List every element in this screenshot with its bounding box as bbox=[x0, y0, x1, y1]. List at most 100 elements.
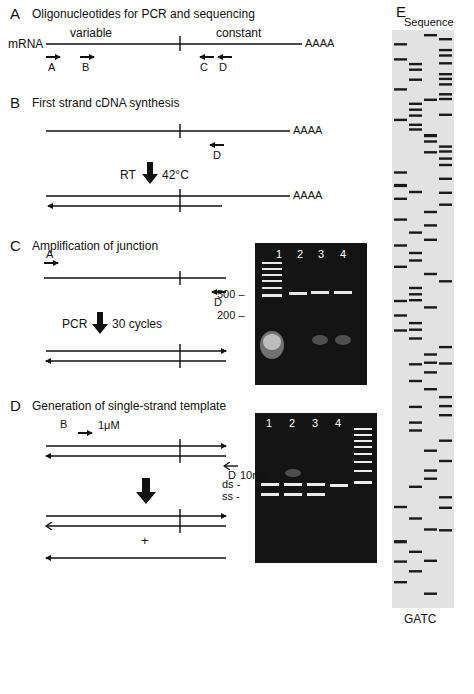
sequence-band bbox=[439, 83, 452, 85]
agarose-gel bbox=[255, 413, 377, 563]
mrna-strand bbox=[46, 43, 302, 44]
sequence-band bbox=[439, 414, 452, 416]
figure-label: Generation of single-strand template bbox=[32, 400, 226, 412]
primer-arrow bbox=[80, 56, 94, 58]
process-arrow bbox=[136, 478, 156, 504]
sequence-band bbox=[424, 469, 437, 471]
sequence-band bbox=[424, 239, 437, 241]
primer-arrow bbox=[210, 144, 224, 146]
sequence-band bbox=[424, 528, 437, 530]
sequence-band bbox=[409, 79, 422, 81]
pcr-strand bbox=[46, 445, 226, 446]
sequence-band bbox=[439, 114, 452, 116]
sequence-band bbox=[439, 157, 452, 159]
panel-letter: B bbox=[10, 95, 20, 110]
junction-tick bbox=[179, 509, 180, 533]
gel-smear bbox=[285, 469, 301, 477]
junction-tick bbox=[179, 439, 180, 463]
figure-label: 42°C bbox=[162, 169, 189, 181]
sequence-band bbox=[424, 273, 437, 275]
sequence-band bbox=[439, 507, 452, 509]
cdna-strand bbox=[44, 277, 226, 278]
sequence-band bbox=[439, 145, 452, 147]
sequence-band bbox=[439, 460, 452, 462]
gel-smear bbox=[312, 335, 328, 345]
sequence-band bbox=[439, 346, 452, 348]
sequence-band bbox=[424, 224, 437, 226]
sequence-band bbox=[439, 150, 452, 152]
sequence-band bbox=[424, 135, 437, 137]
sequence-band bbox=[439, 38, 452, 40]
sequence-band bbox=[439, 98, 452, 100]
primer-arrow bbox=[78, 432, 92, 434]
sequence-band bbox=[424, 593, 437, 595]
agarose-gel bbox=[255, 243, 367, 385]
sequence-band bbox=[394, 560, 407, 562]
sequence-band bbox=[439, 204, 452, 206]
sequence-band bbox=[394, 541, 407, 543]
pcr-strand bbox=[46, 350, 226, 351]
sequence-band bbox=[439, 405, 452, 407]
sequence-band bbox=[409, 329, 422, 331]
sequence-band bbox=[439, 496, 452, 498]
sequence-band bbox=[409, 128, 422, 130]
sequence-band bbox=[439, 62, 452, 64]
single-strand bbox=[46, 557, 226, 558]
sequence-band bbox=[439, 164, 452, 166]
gel-bands bbox=[262, 262, 352, 297]
figure-label: ss - bbox=[222, 491, 240, 502]
sequence-band bbox=[409, 103, 422, 105]
sequence-band bbox=[394, 314, 407, 316]
figure-label: variable bbox=[70, 27, 112, 39]
mrna-strand bbox=[46, 195, 290, 196]
sequence-band bbox=[439, 178, 452, 180]
sequence-band bbox=[424, 151, 437, 153]
junction-tick bbox=[179, 36, 180, 51]
sequence-band bbox=[439, 78, 452, 80]
sequence-band bbox=[409, 421, 422, 423]
sequence-band bbox=[424, 450, 437, 452]
process-arrow bbox=[142, 162, 158, 184]
sequence-band bbox=[424, 34, 437, 36]
sequence-band bbox=[439, 440, 452, 442]
figure-label: First strand cDNA synthesis bbox=[32, 97, 179, 109]
figure-label: D bbox=[213, 150, 221, 161]
sequence-band bbox=[394, 43, 407, 45]
junction-tick bbox=[179, 271, 180, 285]
sequence-band bbox=[409, 63, 422, 65]
sequence-band bbox=[394, 244, 407, 246]
figure-label: PCR bbox=[62, 318, 87, 330]
sequencing-bands bbox=[394, 34, 452, 595]
sequence-band bbox=[409, 517, 422, 519]
sequence-band bbox=[409, 259, 422, 261]
pcr-strand bbox=[46, 360, 226, 361]
gel-smear bbox=[335, 335, 351, 345]
sequence-band bbox=[409, 299, 422, 301]
sequence-band bbox=[394, 581, 407, 583]
primer-arrow bbox=[224, 465, 238, 466]
junction-tick bbox=[179, 344, 180, 368]
panel-letter: D bbox=[10, 398, 21, 413]
lane-number: 2 bbox=[289, 418, 295, 429]
figure-label: C bbox=[200, 62, 208, 73]
figure-label: ds - bbox=[222, 479, 240, 490]
gel-smear bbox=[260, 331, 284, 359]
pcr-strand bbox=[46, 455, 226, 456]
sequence-band bbox=[439, 362, 452, 364]
lane-number: 3 bbox=[318, 249, 324, 260]
sequence-band bbox=[439, 192, 452, 194]
sequence-band bbox=[394, 88, 407, 90]
sequence-band bbox=[424, 134, 437, 136]
sequence-band bbox=[424, 560, 437, 562]
sequence-band bbox=[439, 93, 452, 95]
figure-label: Sequence bbox=[404, 17, 454, 28]
figure-label: 500 – bbox=[217, 289, 245, 300]
lane-number: 4 bbox=[340, 249, 346, 260]
sequence-band bbox=[439, 396, 452, 398]
sequence-band bbox=[409, 486, 422, 488]
lane-number: 1 bbox=[276, 249, 282, 260]
sequence-band bbox=[424, 371, 437, 373]
sequencing-gel bbox=[392, 30, 454, 608]
sequence-band bbox=[409, 69, 422, 71]
figure-label: GATC bbox=[404, 613, 436, 625]
